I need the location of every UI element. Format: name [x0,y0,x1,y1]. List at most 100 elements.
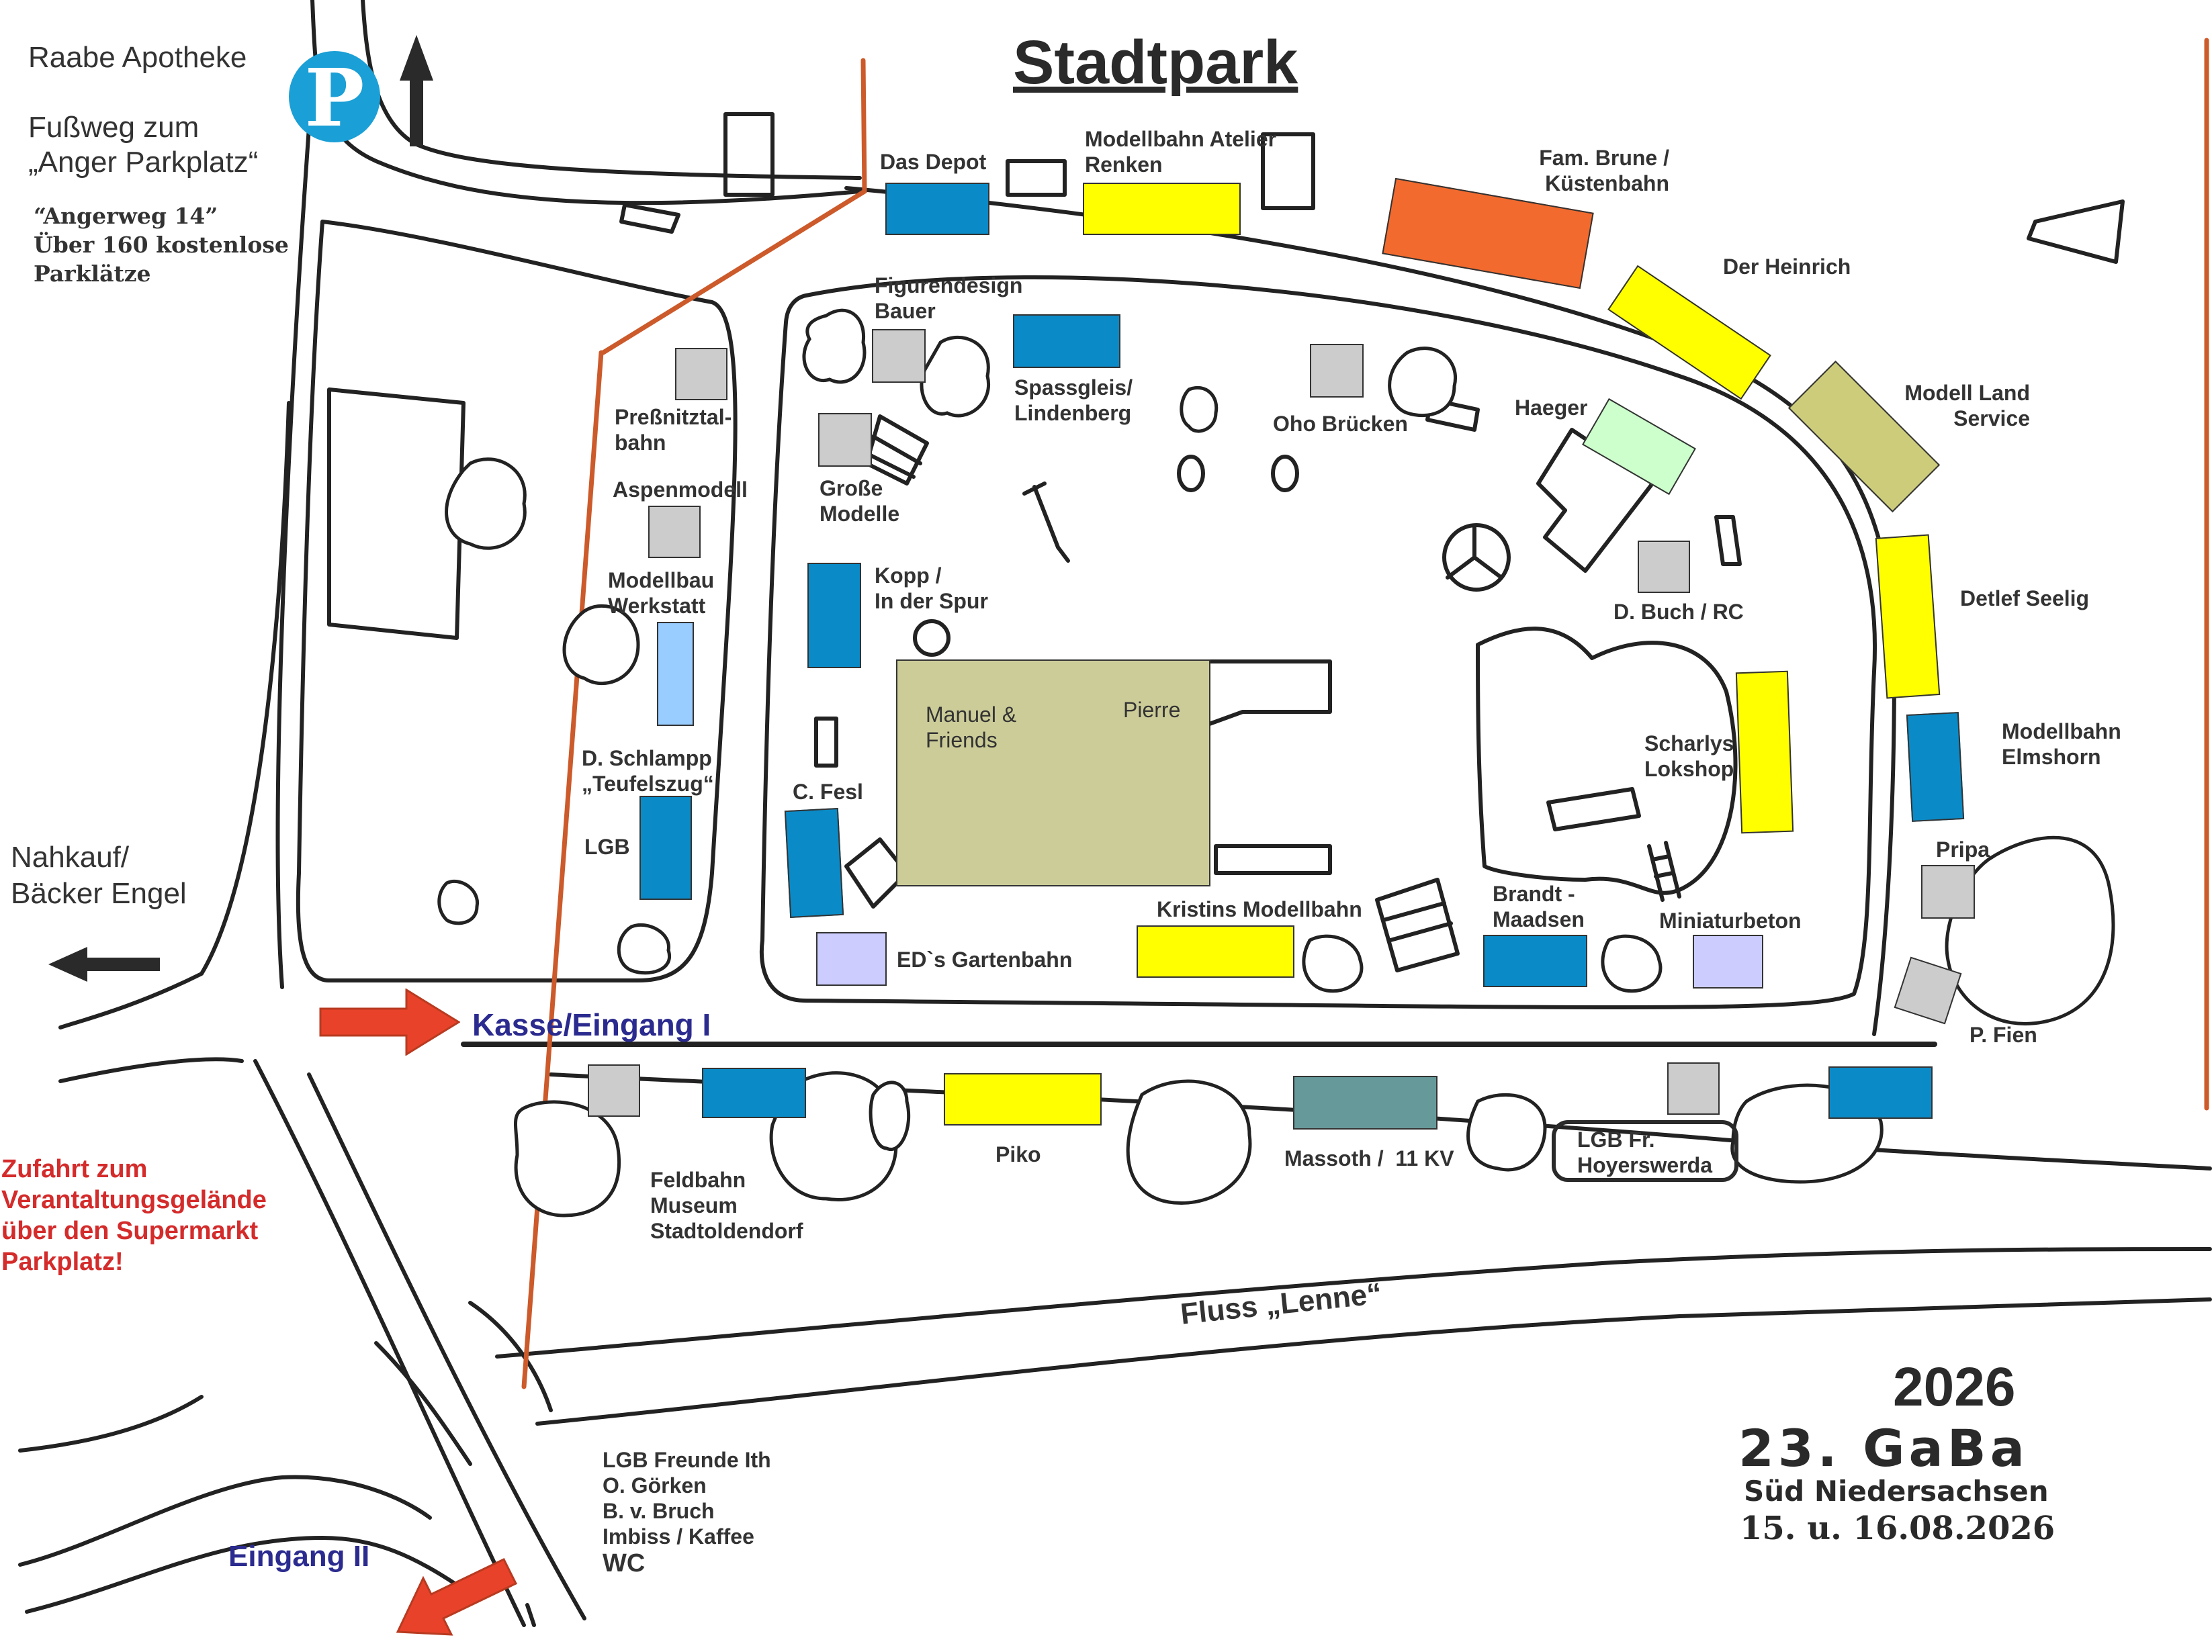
fence-west [521,350,604,1389]
stall-spassgleis-lindenberg [1013,314,1120,368]
gate-post [525,1603,536,1627]
tree [802,308,867,384]
label-kopp-in-der-spur: Kopp / In der Spur [875,563,988,613]
road-west-edge-1 [275,79,314,989]
label-lgb: LGB [584,835,630,859]
entrance-1-label: Kasse/Eingang I [472,1007,711,1042]
ladder [1647,841,1681,902]
tree [445,457,527,550]
tree [562,604,640,686]
tree [514,1100,621,1218]
tree [920,335,990,418]
label-fam-brune: Fam. Brune / Küstenbahn [1539,146,1669,195]
mercedes-sculpture [1442,523,1511,592]
parking-sign-letter: P [304,51,365,144]
tree [617,923,672,975]
tree [869,1081,911,1152]
label-kristins-modellbahn: Kristins Modellbahn [1157,897,1362,921]
label-c-fesl: C. Fesl [793,780,863,804]
stall-modellbau-werkstatt [657,622,694,726]
playground-1 [865,414,929,486]
ring-3 [913,619,950,657]
river-north-bank [495,1247,2212,1359]
hut-5 [2027,199,2125,264]
road-south-edge-1 [253,1059,526,1627]
stall-modellbahn-atelier-renken [1083,183,1241,235]
map-title: Stadtpark [1013,28,1298,97]
label-grosse-modelle: Große Modelle [820,476,900,526]
parking-note: “Angerweg 14” Über 160 kostenlose Parklä… [34,203,289,287]
label-eds-gartenbahn: ED`s Gartenbahn [897,948,1073,972]
tree [437,879,479,925]
footpath-label: Fußweg zum „Anger Parkplatz“ [28,111,259,179]
bench-2 [1546,787,1641,831]
label-aspenmodell: Aspenmodell [613,477,748,502]
entrance-2-arrow-icon [396,1558,517,1636]
stall-brandt-maadsen [1483,935,1587,987]
main-park-loop [759,275,1877,1009]
canal-5 [18,1395,204,1453]
label-lgb-hoyerswerda-box [1552,1120,1738,1182]
road-north-edge-1 [310,0,862,205]
canal-4 [468,1301,553,1412]
playground-2 [1375,878,1460,972]
stage-building [1194,659,1332,848]
label-miniaturbeton: Miniaturbeton [1659,909,1802,933]
stall-lgb [639,796,692,900]
canal-1 [18,1475,432,1567]
facilities-list: LGB Freunde Ith O. Görken B. v. Bruch Im… [603,1448,771,1549]
west-park-loop [296,220,738,982]
stall-piko [944,1073,1102,1126]
pharmacy-label: Raabe Apotheke [28,41,247,74]
stall-figurendesign-bauer [872,329,926,383]
hut-4 [619,203,680,234]
access-note: Zufahrt zum Verantaltungsgelände über de… [1,1155,267,1276]
stall-lgb-hoyerswerda-blue [1828,1066,1933,1119]
road-west-edge-2 [58,401,291,1029]
label-pressnitztalbahn: Preßnitztal- bahn [615,405,732,455]
label-modellbahn-elmshorn: Modellbahn Elmshorn [2002,719,2121,769]
tree [1302,934,1364,993]
west-arrow-icon [48,947,160,982]
bench-5 [814,717,838,768]
label-oho-bruecken: Oho Brücken [1273,412,1408,436]
event-year: 2026 [1893,1357,2016,1418]
hut-2 [1006,159,1067,197]
tree [1180,386,1219,433]
stall-c-fesl [784,808,844,918]
road-south-edge-2 [307,1072,586,1620]
stall-pripa [1921,865,1975,919]
label-pierre: Pierre [1123,698,1181,722]
tree [1466,1093,1547,1172]
north-arrow-icon [400,35,433,146]
stall-aspenmodell [648,506,701,558]
label-brandt-maadsen: Brandt - Maadsen [1493,882,1585,931]
label-figurendesign-bauer: Figurendesign Bauer [875,273,1023,323]
hut-1 [723,112,775,197]
road-north-edge-2 [361,0,862,180]
wc-label: WC [603,1549,646,1577]
label-piko: Piko [996,1142,1041,1166]
label-spassgleis-lindenberg: Spassgleis/ Lindenberg [1014,375,1133,425]
label-modell-land-service: Modell Land Service [1904,381,2030,430]
hut-3 [1261,132,1315,210]
stall-manuel-friends-pierre [896,659,1210,886]
pond-outline [1476,627,1738,895]
event-name: 23. GaBa [1738,1418,2029,1478]
west-field [327,387,466,640]
label-p-fien: P. Fien [1970,1023,2037,1047]
bench-1 [1214,844,1332,875]
stall-massoth [1293,1076,1437,1130]
stall-miniaturbeton [1693,935,1763,989]
tree [1126,1079,1252,1205]
bench-4 [1714,515,1742,566]
swing [1022,481,1070,563]
label-modellbahn-atelier-renken: Modellbahn Atelier Renken [1085,127,1277,177]
stall-kopp-in-der-spur [807,563,861,668]
stall-d-buch-rc [1638,541,1690,593]
label-pripa: Pripa [1936,837,1990,862]
shop-label: Nahkauf/ Bäcker Engel [11,841,187,910]
stall-pressnitztalbahn [675,348,727,400]
fence-north [601,58,867,355]
